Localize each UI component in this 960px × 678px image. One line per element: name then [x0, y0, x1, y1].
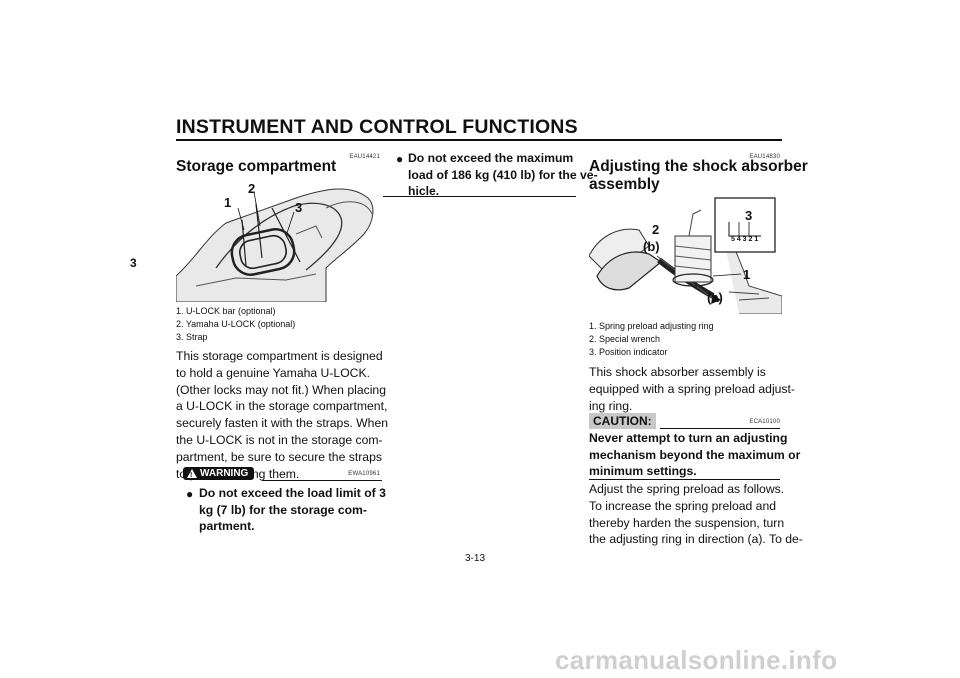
body-line: equipped with a spring preload adjust- [589, 381, 795, 396]
storage-captions: 1. U-LOCK bar (optional) 2. Yamaha U-LOC… [176, 305, 295, 344]
caution-line: minimum settings. [589, 464, 697, 478]
direction-label-a: (a) [707, 290, 723, 305]
shock-heading: Adjusting the shock absorber assembly [589, 158, 808, 194]
right-section-code: EAU14830 [749, 154, 780, 160]
storage-figure: 1 2 3 [175, 178, 382, 303]
body-line: to hold a genuine Yamaha U-LOCK. [176, 365, 370, 380]
caption-item: 2. Special wrench [589, 334, 661, 344]
warning-triangle-icon [187, 469, 197, 482]
seat-storage-illustration [175, 188, 374, 303]
storage-heading: Storage compartment [176, 158, 337, 175]
warning-badge: WARNING [183, 467, 255, 482]
body-line: partment, be sure to secure the straps [176, 449, 382, 464]
body-line: (Other locks may not fit.) When placing [176, 382, 386, 397]
left-section-code: EAU14421 [349, 154, 380, 160]
caption-item: 1. U-LOCK bar (optional) [176, 306, 276, 316]
figure-label-2: 2 [248, 181, 256, 196]
caution-badge: CAUTION: [589, 413, 656, 429]
warning-line: partment. [199, 519, 255, 533]
warning-code: EWA10961 [348, 471, 380, 477]
figure-label-1: 1 [224, 195, 232, 210]
caution-line: Never attempt to turn an adjusting [589, 431, 788, 445]
watermark: carmanualsonline.info [555, 645, 838, 675]
middle-warning-end-rule [383, 196, 576, 197]
body-line: thereby harden the suspension, turn [589, 515, 785, 530]
body-line: the adjusting ring in direction (a). To … [589, 532, 803, 547]
body-line: securely fasten it with the straps. When [176, 416, 389, 431]
direction-label-b: (b) [643, 239, 660, 254]
load-line: hicle. [408, 184, 440, 198]
shock-absorber-illustration [588, 197, 783, 315]
shock-figure: 2 (b) 3 5 4 3 2 1 1 (a) [588, 196, 783, 315]
caution-line: mechanism beyond the maximum or [589, 447, 801, 462]
caution-text: Never attempt to turn an adjusting mecha… [589, 430, 800, 480]
shock-adjust-body: Adjust the spring preload as follows. To… [589, 481, 803, 548]
section-tab: 3 [130, 256, 137, 270]
body-line: Adjust the spring preload as follows. [589, 482, 785, 496]
load-warning-text: Do not exceed the maximum load of 186 kg… [408, 150, 598, 200]
warning-bullet: ● [186, 487, 194, 501]
load-line: load of 186 kg (410 lb) for the ve- [408, 167, 598, 182]
caption-item: 3. Strap [176, 332, 208, 342]
caption-item: 2. Yamaha U-LOCK (optional) [176, 319, 296, 329]
caption-item: 3. Position indicator [589, 347, 668, 357]
caution-rule [660, 428, 780, 429]
position-scale: 5 4 3 2 1 [731, 236, 759, 243]
shock-captions: 1. Spring preload adjusting ring 2. Spec… [589, 320, 714, 359]
load-bullet: ● [396, 152, 404, 166]
body-line: ing ring. [589, 398, 633, 413]
warning-label: WARNING [200, 468, 249, 479]
shock-heading-line: Adjusting the shock absorber [589, 158, 808, 175]
body-line: This shock absorber assembly is [589, 365, 766, 379]
figure-label-2: 2 [652, 222, 660, 237]
caution-code: ECA10100 [749, 419, 780, 425]
page-number: 3-13 [465, 553, 486, 564]
warning-text: Do not exceed the load limit of 3 kg (7 … [199, 485, 386, 535]
shock-heading-line: assembly [589, 176, 660, 193]
warning-rule [262, 480, 382, 481]
storage-body: This storage compartment is designed to … [176, 348, 389, 482]
body-line: the U-LOCK is not in the storage com- [176, 432, 383, 447]
load-line: Do not exceed the maximum [408, 151, 574, 165]
caution-end-rule [589, 479, 780, 480]
figure-label-3: 3 [295, 200, 303, 215]
shock-intro: This shock absorber assembly is equipped… [589, 364, 795, 414]
figure-label-1: 1 [743, 267, 751, 282]
figure-label-3: 3 [745, 208, 753, 223]
body-line: This storage compartment is designed [176, 349, 383, 363]
body-line: To increase the spring preload and [589, 498, 776, 513]
header-rule [176, 139, 782, 141]
page-header-title: INSTRUMENT AND CONTROL FUNCTIONS [176, 116, 578, 138]
warning-line: Do not exceed the load limit of 3 [199, 486, 386, 500]
caption-item: 1. Spring preload adjusting ring [589, 321, 714, 331]
body-line: a U-LOCK in the storage compartment, [176, 399, 388, 414]
warning-line: kg (7 lb) for the storage com- [199, 502, 367, 517]
